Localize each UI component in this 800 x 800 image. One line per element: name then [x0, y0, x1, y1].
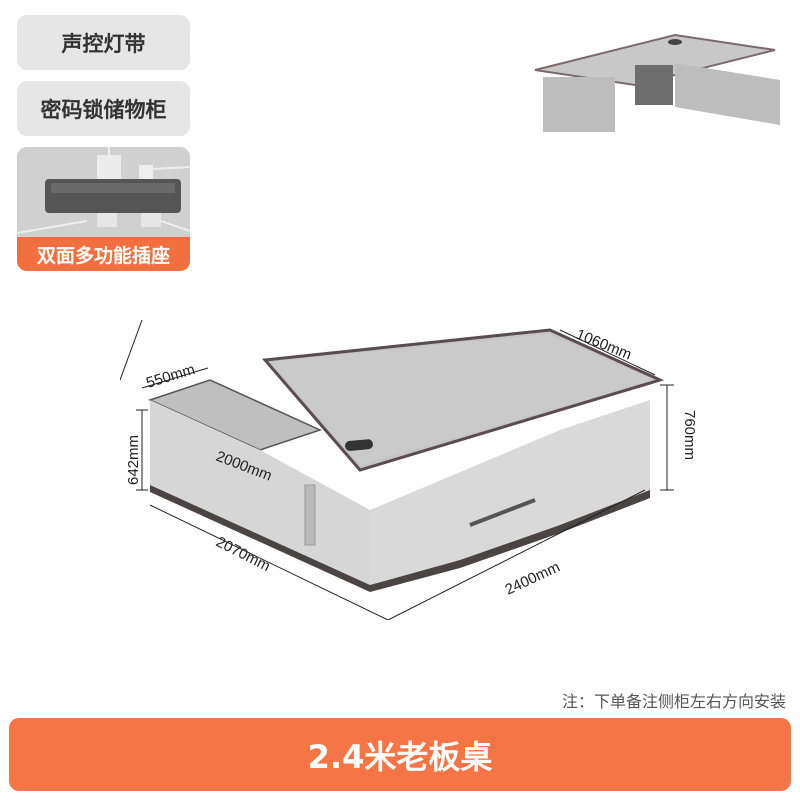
feature-label: 双面多功能插座 — [17, 237, 190, 271]
feature-password-lock-cabinet: 密码锁储物柜 — [17, 81, 190, 136]
feature-voice-light-strip: 声控灯带 — [17, 15, 190, 70]
feature-double-sided-socket: 双面多功能插座 — [17, 147, 190, 271]
product-title: 2.4米老板桌 — [307, 737, 493, 776]
feature-label: 密码锁储物柜 — [40, 97, 167, 122]
dim-desk-length: 2400mm — [503, 559, 563, 599]
dim-desk-height: 760mm — [681, 410, 698, 460]
desk-dimension-diagram: 550mm 642mm 2000mm 2070mm 2400mm 1060mm … — [120, 320, 698, 620]
feature-label: 声控灯带 — [61, 31, 146, 56]
product-title-banner: 2.4米老板桌 — [9, 718, 791, 791]
dim-side-height: 642mm — [125, 435, 142, 485]
desk-thumbnail — [534, 33, 780, 132]
installation-note: 注：下单备注侧柜左右方向安装 — [561, 692, 786, 711]
